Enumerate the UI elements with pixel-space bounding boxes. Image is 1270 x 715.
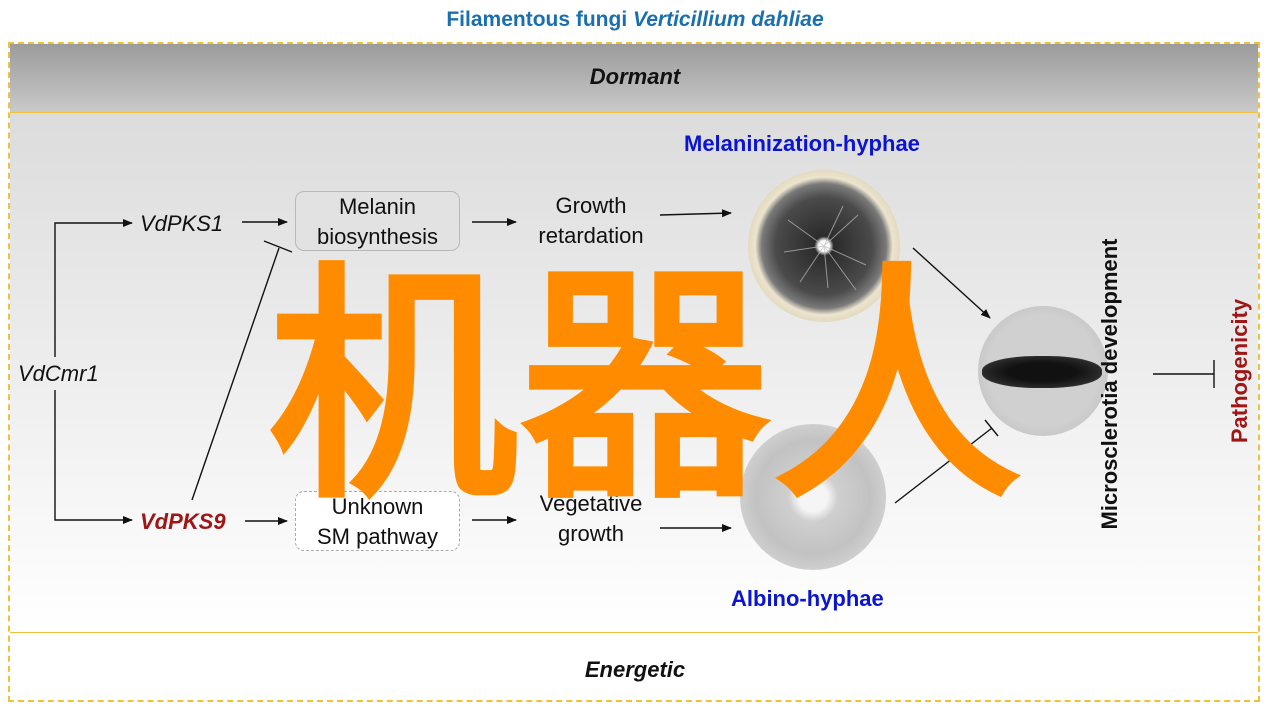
melanized-colony-image [748, 170, 900, 322]
title-prefix: Filamentous fungi [446, 8, 634, 31]
pks9-inhibits-melanin-line [191, 247, 280, 501]
figure-title: Filamentous fungi Verticillium dahliae [0, 8, 1270, 32]
albino-inhibits-microsclerotia-line [894, 427, 993, 504]
dormant-label: Dormant [589, 64, 681, 89]
gene-pks1-label: VdPKS1 [140, 211, 224, 236]
melanized-to-microsclerotia-arrow [912, 247, 991, 319]
vegetative-growth-line1: Vegetative [539, 491, 643, 516]
albino-colony-image [740, 424, 886, 570]
melanin-box-line1: Melanin [338, 194, 417, 219]
melanized-hyphae-pattern [783, 205, 867, 291]
melanin-box-line2: biosynthesis [316, 224, 439, 249]
microsclerotia-image [978, 306, 1108, 436]
unknown-box-line2: SM pathway [316, 524, 439, 549]
band-divider-bottom [10, 632, 1258, 633]
unknown-box-line1: Unknown [331, 494, 424, 519]
energetic-label: Energetic [584, 657, 686, 682]
vegetative-growth-line2: growth [557, 521, 625, 546]
regulator-label: VdCmr1 [18, 361, 99, 386]
unknown-sm-pathway-box: Unknown SM pathway [295, 491, 460, 551]
regulator-to-pks1-arrow [54, 219, 133, 357]
albino-inhibits-microsclerotia-bar [984, 419, 999, 437]
vegetative-growth-label: Vegetative growth [521, 489, 661, 549]
growth-to-melanized-arrow [659, 209, 732, 218]
regulator-to-pks9-arrow [54, 390, 133, 524]
pathogenicity-label: Pathogenicity [1227, 298, 1252, 444]
growth-retardation-line1: Growth [555, 193, 627, 218]
energetic-band [10, 632, 1258, 700]
microsclerotia-development-label: Microsclerotia development [1097, 238, 1122, 530]
title-species: Verticillium dahliae [633, 8, 824, 31]
dashed-frame [8, 42, 1260, 702]
growth-retardation-label: Growth retardation [521, 191, 661, 251]
melanized-phenotype-label: Melaninization-hyphae [684, 131, 920, 156]
band-divider-top [10, 112, 1258, 113]
albino-phenotype-label: Albino-hyphae [731, 586, 884, 611]
growth-retardation-line2: retardation [538, 223, 644, 248]
melanin-biosynthesis-box: Melanin biosynthesis [295, 191, 460, 251]
microsclerotia-cluster [982, 356, 1102, 388]
watermark-text: 机器人 [268, 242, 1024, 533]
dormant-band [10, 44, 1258, 112]
pks9-inhibits-melanin-bar [263, 240, 293, 253]
gene-pks9-label: VdPKS9 [140, 509, 226, 534]
